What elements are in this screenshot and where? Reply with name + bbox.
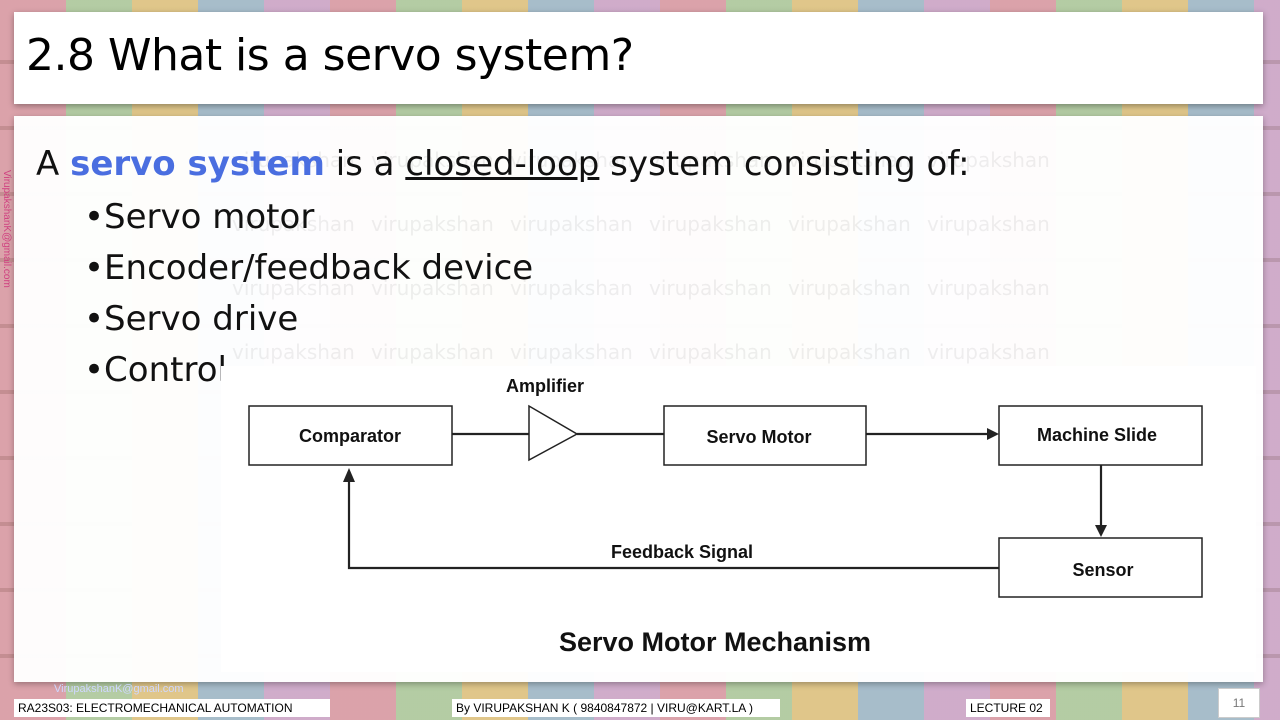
bullet-item: •Control [84, 350, 227, 390]
page-number: 11 [1218, 688, 1260, 718]
bullet-item: •Encoder/feedback device [84, 248, 534, 288]
intro-sentence: A servo system is a closed-loop system c… [36, 144, 970, 184]
intro-prefix: A [36, 144, 71, 184]
bullet-item: •Servo motor [84, 197, 315, 237]
bullet-item: •Servo drive [84, 299, 299, 339]
footer-author: By VIRUPAKSHAN K ( 9840847872 | VIRU@KAR… [452, 699, 780, 717]
diagram-background [221, 366, 1256, 672]
comparator-label: Comparator [299, 426, 401, 446]
sensor-label: Sensor [1072, 560, 1133, 580]
servo-motor-label: Servo Motor [706, 427, 811, 447]
intro-underlined: closed-loop [405, 144, 600, 184]
side-email-watermark: VirupakshanK@gmail.com [1, 170, 12, 288]
footer-email: VirupakshanK@gmail.com [54, 683, 184, 695]
feedback-line [347, 478, 999, 570]
title-bar: 2.8 What is a servo system? [14, 12, 1263, 104]
intro-highlight: servo system [70, 144, 325, 184]
slide-title: 2.8 What is a servo system? [26, 30, 634, 81]
servo-motor-box [663, 405, 867, 466]
arrowhead-comparator [343, 468, 355, 482]
machine-slide-label: Machine Slide [1037, 425, 1157, 445]
arrowhead-slide [987, 428, 999, 440]
bullet-list: •Servo motor •Encoder/feedback device •S… [84, 194, 533, 398]
amplifier-label: Amplifier [506, 376, 584, 396]
comparator-box [248, 405, 453, 466]
diagram-caption: Servo Motor Mechanism [559, 627, 871, 657]
intro-suffix: system consisting of: [599, 144, 970, 184]
intro-middle: is a [324, 144, 406, 184]
footer-lecture: LECTURE 02 [966, 699, 1050, 717]
footer-course: RA23S03: ELECTROMECHANICAL AUTOMATION [14, 699, 330, 717]
arrowhead-sensor [1095, 525, 1107, 537]
feedback-signal-label: Feedback Signal [611, 542, 753, 562]
servo-diagram: Comparator Amplifier Servo Motor Machine… [221, 366, 1256, 672]
